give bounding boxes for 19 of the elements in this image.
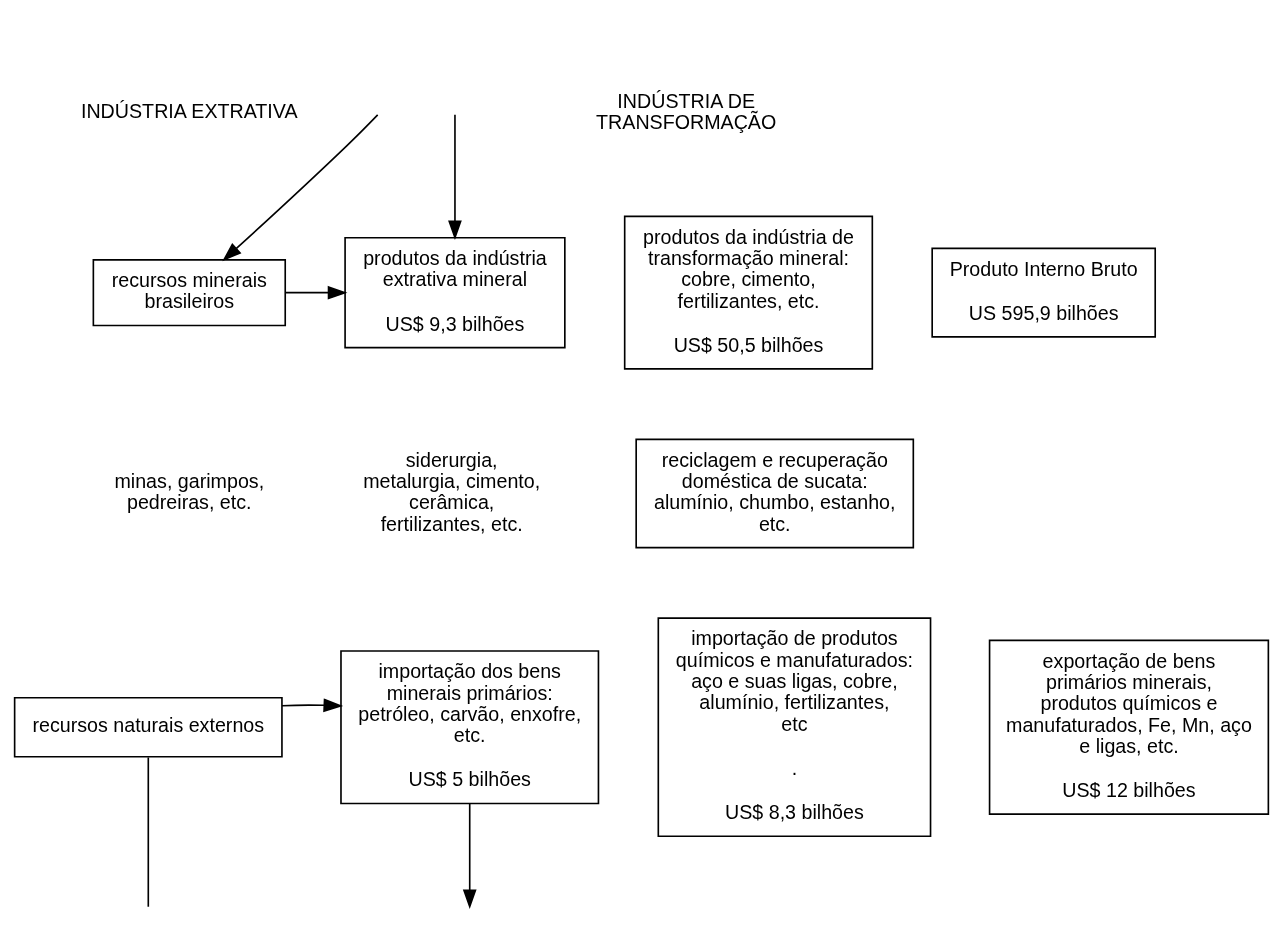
node-box: Produto Interno Bruto US 595,9 bilhões	[931, 247, 1157, 338]
arrow	[281, 697, 344, 712]
label: INDÚSTRIA DE TRANSFORMAÇÃO	[596, 89, 777, 133]
arrow	[462, 802, 477, 909]
arrow	[448, 113, 462, 240]
connector	[147, 756, 150, 908]
node-box: recursos minerais brasileiros	[92, 258, 287, 326]
node-box: exportação de bens primários minerais, produtos químicos e manufaturados, Fe, Mn, aço e ligas, etc. US$ 12 bilhões	[988, 639, 1270, 815]
node-box: reciclagem e recuperação doméstica de sucata: alumínio, chumbo, estanho, etc.	[635, 438, 915, 548]
node-box: produtos da indústria extrativa mineral US$ 9,3 bilhões	[344, 236, 566, 348]
node-box: importação de produtos químicos e manufaturados: aço e suas ligas, cobre, alumínio, fertilizantes, etc . US$ 8,3 bilhões	[657, 616, 932, 837]
arrow	[222, 113, 379, 261]
label: minas, garimpos, pedreiras, etc.	[114, 469, 265, 513]
node-box: produtos da indústria de transformação mineral: cobre, cimento, fertilizantes, etc. US$ 50,5 bilhões	[623, 215, 874, 370]
node-box: recursos naturais externos	[13, 696, 283, 758]
arrow	[284, 285, 348, 300]
node-box: importação dos bens minerais primários: petróleo, carvão, enxofre, etc. US$ 5 bilhões	[340, 649, 600, 804]
label: INDÚSTRIA EXTRATIVA	[80, 99, 298, 122]
label: siderurgia, metalurgia, cimento, cerâmica, fertilizantes, etc.	[363, 448, 541, 535]
